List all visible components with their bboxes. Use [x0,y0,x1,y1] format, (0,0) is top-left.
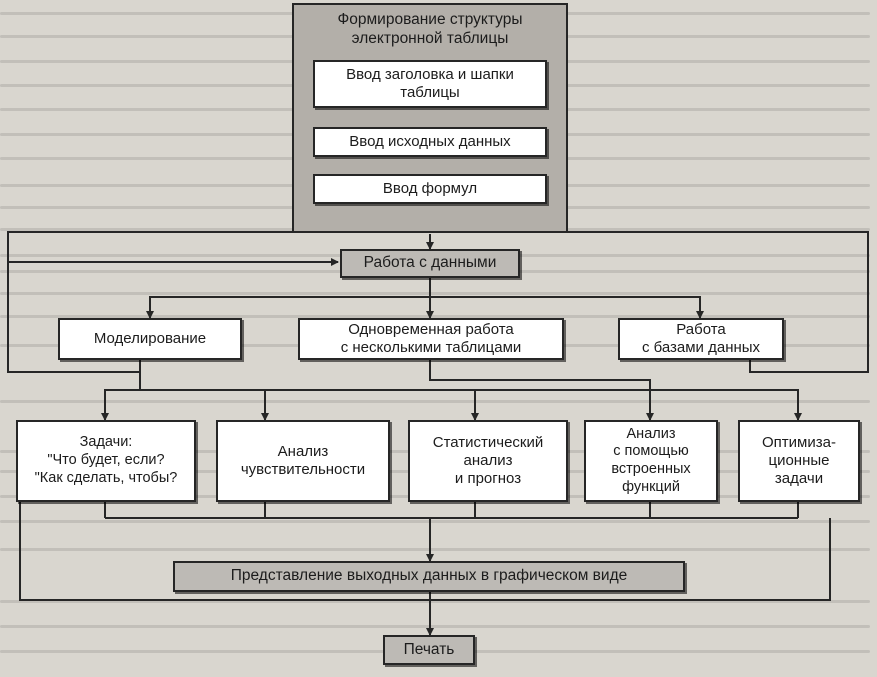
print-label: Печать [403,640,455,658]
graphic-output-box: Представление выходных данных в графичес… [173,561,685,592]
feedback-line-right [430,231,869,373]
feedback-line-left [7,231,430,373]
sensitivity-analysis-label: Анализ чувствительности [240,442,366,478]
builtin-functions-label: Анализ с помощью встроенных функций [611,425,691,495]
data-input-box: Ввод исходных данных [313,127,547,157]
arrow-to-task-5 [140,389,802,421]
statistical-analysis-label: Статистический анализ и прогноз [432,433,544,488]
arrow-to-task-1 [101,372,141,421]
statistical-analysis-box: Статистический анализ и прогноз [408,420,568,502]
work-with-data-label: Работа с данными [363,254,497,272]
arrow-work-to-modeling [146,296,430,319]
modeling-label: Моделирование [93,329,207,347]
simultaneous-tables-box: Одновременная работа с несколькими табли… [298,318,564,360]
link-simultaneous-to-analysis [429,360,651,390]
optimization-tasks-box: Оптимиза- ционные задачи [738,420,860,502]
modeling-box: Моделирование [58,318,242,360]
header-input-box: Ввод заголовка и шапки таблицы [313,60,547,108]
structure-group-title: Формирование структуры электронной табли… [337,11,523,47]
what-if-tasks-label: Задачи: "Что будет, если? "Как сделать, … [34,434,178,486]
header-input-label: Ввод заголовка и шапки таблицы [346,65,514,101]
bypass-right [430,518,831,601]
optimization-tasks-label: Оптимиза- ционные задачи [762,433,836,488]
sensitivity-analysis-box: Анализ чувствительности [216,420,390,502]
work-with-data-box: Работа с данными [340,249,520,278]
graphic-output-label: Представление выходных данных в графичес… [230,567,628,585]
builtin-functions-box: Анализ с помощью встроенных функций [584,420,718,502]
arrow-work-to-databases [430,296,704,319]
bypass-left [19,478,430,601]
data-input-label: Ввод исходных данных [349,132,511,150]
formula-input-box: Ввод формул [313,174,547,204]
databases-box: Работа с базами данных [618,318,784,360]
print-box: Печать [383,635,475,665]
simultaneous-tables-label: Одновременная работа с несколькими табли… [340,320,522,356]
what-if-tasks-box: Задачи: "Что будет, если? "Как сделать, … [16,420,196,502]
formula-input-label: Ввод формул [382,179,478,197]
databases-label: Работа с базами данных [641,320,761,356]
